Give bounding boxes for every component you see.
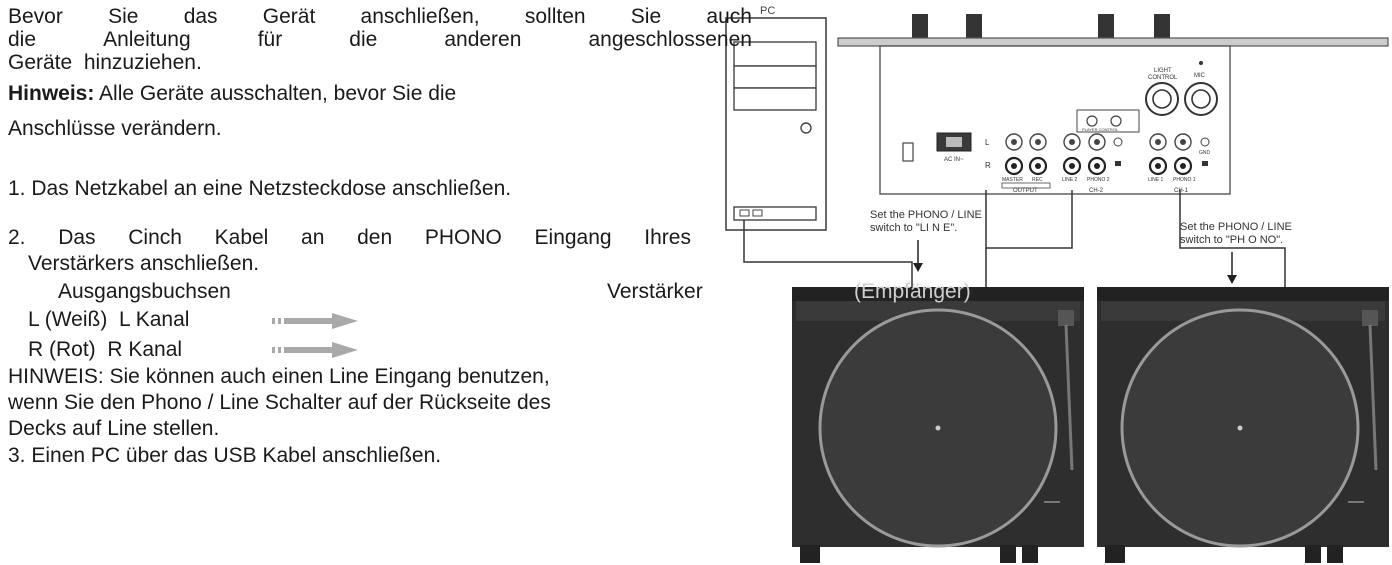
- note-line-2: Anschlüsse verändern.: [8, 117, 222, 140]
- step-2-line-1: 2. Das Cinch Kabel an den PHONO Eingang Ihres: [8, 225, 691, 250]
- word: an: [301, 226, 325, 249]
- word: auch: [706, 5, 752, 28]
- row-right-channel: R (Rot) R Kanal: [28, 338, 183, 361]
- word: sollten: [524, 5, 586, 28]
- word: Cinch: [128, 226, 182, 249]
- jack-phono2-label: PHONO 2: [1087, 177, 1110, 183]
- step-2-line-2: Verstärkers anschließen.: [28, 252, 260, 275]
- arrow-right-channel-icon: [272, 342, 358, 358]
- word: die: [349, 28, 378, 51]
- word: Bevor: [8, 5, 63, 28]
- word: Eingang: [534, 226, 612, 249]
- hint-line-1: HINWEIS: Sie können auch einen Line Eing…: [8, 365, 550, 388]
- light-control-label: LIGHT: [1154, 68, 1172, 74]
- word: den: [357, 226, 393, 249]
- note-line-1: Hinweis: Alle Geräte ausschalten, bevor …: [8, 81, 456, 106]
- word: für: [257, 28, 283, 51]
- hint-line-2: wenn Sie den Phono / Line Schalter auf d…: [8, 391, 551, 414]
- jack-line1-label: LINE 1: [1148, 177, 1164, 183]
- ac-in-label: AC IN~: [944, 157, 964, 163]
- step-3: 3. Einen PC über das USB Kabel anschließ…: [8, 444, 442, 467]
- cables: [743, 190, 1286, 287]
- jack-line2-label: LINE 2: [1062, 177, 1078, 183]
- intro-line-3: Geräte hinzuziehen.: [8, 51, 202, 74]
- callout-left: Set the PHONO / LINE switch to "LI N E".: [870, 209, 982, 272]
- word: anderen: [444, 28, 522, 51]
- note-text: Alle Geräte ausschalten, bevor Sie die: [94, 82, 457, 105]
- word: angeschlossenen: [588, 28, 752, 51]
- ch2-label: CH-2: [1089, 188, 1104, 194]
- word: Sie: [108, 5, 139, 28]
- callout-right-line1: Set the PHONO / LINE: [1180, 221, 1292, 233]
- turntable-1: [792, 287, 1084, 563]
- right-channel-label: R: [985, 161, 991, 170]
- note-label: Hinweis:: [8, 82, 95, 105]
- arrow-left-channel-icon: [272, 313, 358, 329]
- word: anschließen,: [360, 5, 480, 28]
- step-1: 1. Das Netzkabel an eine Netzsteckdose a…: [8, 177, 512, 200]
- jack-rec-label: REC: [1032, 177, 1043, 183]
- word: Sie: [630, 5, 662, 28]
- column-amplifier: Verstärker: [607, 280, 703, 303]
- pc-label: PC: [760, 5, 775, 17]
- word: PHONO: [424, 226, 502, 249]
- callout-left-line1: Set the PHONO / LINE: [870, 209, 982, 221]
- column-receiver: (Empfänger): [854, 280, 971, 303]
- row-left-channel: L (Weiß) L Kanal: [28, 308, 190, 331]
- mic-label: MIC: [1194, 73, 1206, 79]
- word: Anleitung: [103, 28, 191, 51]
- word: die: [8, 28, 37, 51]
- player-control-label: PLAYER CONTROL: [1082, 127, 1119, 132]
- hint-line-3: Decks auf Line stellen.: [8, 417, 220, 440]
- light-control-label-2: CONTROL: [1148, 75, 1178, 81]
- left-channel-label: L: [985, 138, 990, 147]
- output-label: OUTPUT: [1013, 188, 1038, 194]
- callout-right-line2: switch to "PH O NO".: [1180, 234, 1283, 246]
- word: Ihres: [644, 226, 691, 249]
- turntable-2: [1097, 287, 1389, 563]
- word: Gerät: [262, 5, 316, 28]
- jack-master-label: MASTER: [1002, 177, 1023, 183]
- ch1-label: CH-1: [1174, 188, 1189, 194]
- column-output: Ausgangsbuchsen: [58, 280, 231, 303]
- intro-line-1: Bevor Sie das Gerät anschließen, sollten Sie au…: [8, 4, 752, 29]
- mixer: AC IN~ L R MASTER REC OUTPUT LINE 2 PHON…: [837, 14, 1389, 195]
- word: 2.: [8, 226, 26, 249]
- gnd-label: GND: [1199, 150, 1211, 156]
- callout-left-line2: switch to "LI N E".: [870, 222, 957, 234]
- jack-phono1-label: PHONO 1: [1173, 177, 1196, 183]
- word: das: [183, 5, 218, 28]
- pc-tower: PC: [725, 5, 827, 231]
- word: Kabel: [214, 226, 269, 249]
- intro-line-2: die Anleitung für die anderen angeschlossenen: [8, 27, 752, 52]
- callout-right: Set the PHONO / LINE switch to "PH O NO"…: [1180, 221, 1292, 284]
- word: Das: [58, 226, 96, 249]
